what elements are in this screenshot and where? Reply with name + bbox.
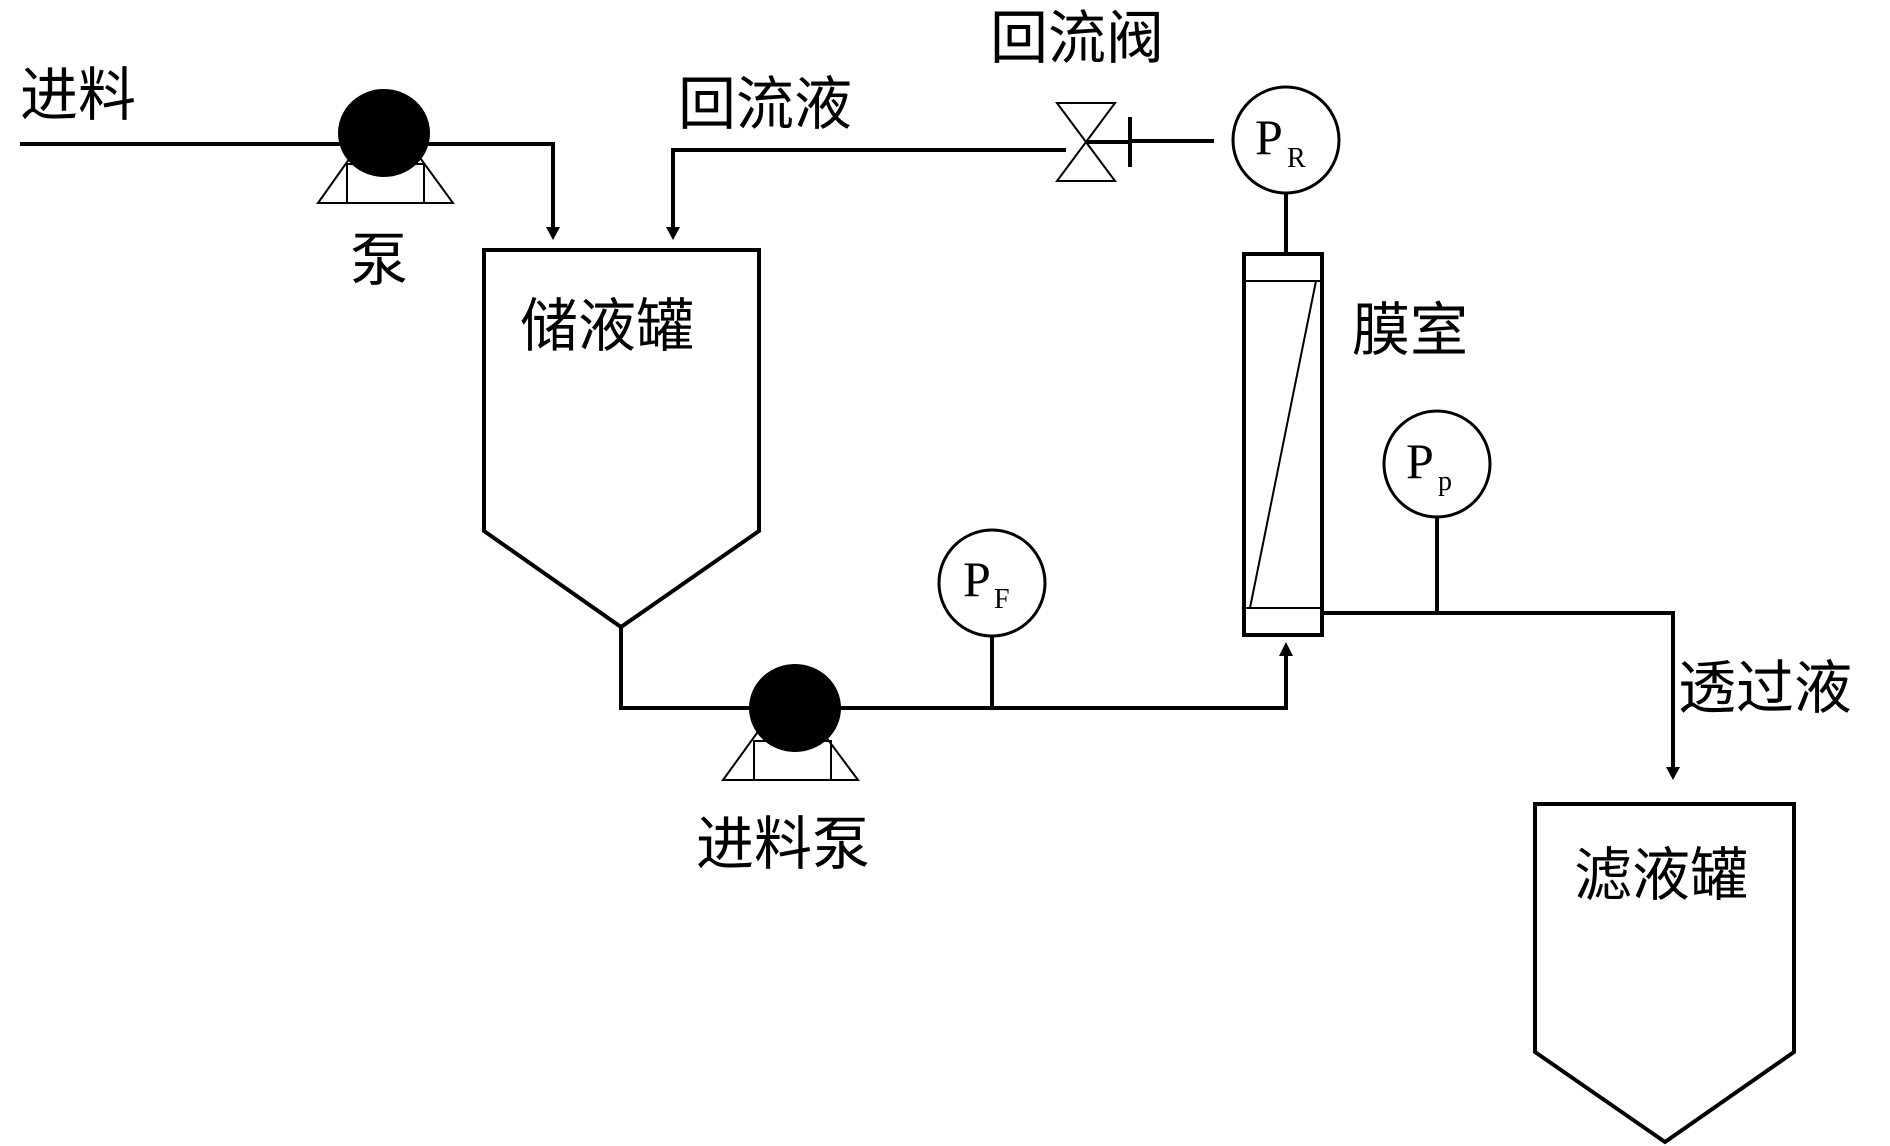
storage-tank-label: 储液罐 (520, 292, 694, 360)
storage-tank (482, 248, 761, 630)
membrane-chamber-label: 膜室 (1352, 296, 1468, 364)
reflux-gauge-symbol: P (1255, 109, 1283, 165)
reflux-pressure-gauge: P R (1231, 85, 1341, 195)
feed-inlet-line (20, 142, 560, 240)
feed-pump-icon (721, 664, 860, 781)
feed-pressure-gauge: P F (937, 528, 1047, 638)
reflux-gauge-subscript: R (1287, 143, 1306, 174)
permeate-gauge-subscript: p (1438, 466, 1452, 497)
permeate-line (1322, 611, 1680, 780)
pump-label: 泵 (350, 226, 408, 294)
filtrate-tank (1533, 802, 1796, 1145)
reflux-valve-icon (1055, 102, 1132, 182)
feed-gauge-subscript: F (994, 584, 1010, 615)
feed-pump-label: 进料泵 (696, 810, 870, 878)
feed-label: 进料 (20, 61, 136, 129)
reflux-return-line (666, 148, 1066, 240)
pump-icon (316, 89, 455, 204)
reflux-liquid-label: 回流液 (678, 70, 852, 138)
filtrate-tank-label: 滤液罐 (1574, 841, 1748, 909)
reflux-valve-label: 回流阀 (990, 4, 1164, 72)
permeate-label: 透过液 (1678, 654, 1852, 722)
permeate-gauge-symbol: P (1406, 433, 1434, 489)
membrane-chamber (1242, 252, 1324, 637)
permeate-pressure-gauge: P p (1382, 409, 1492, 519)
feed-to-membrane-line (619, 627, 1293, 710)
feed-gauge-symbol: P (963, 551, 991, 607)
